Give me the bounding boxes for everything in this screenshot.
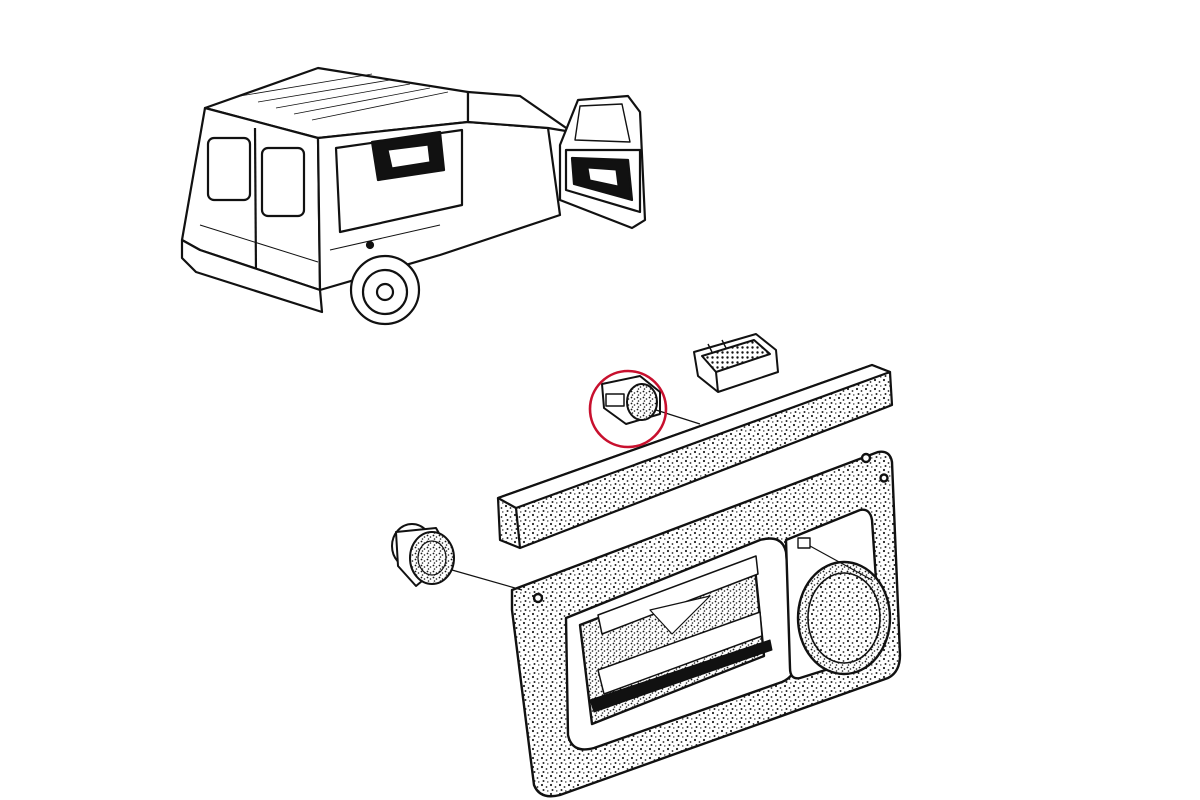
retaining-clip-highlighted [601,375,701,425]
door-trim-panel [510,450,902,798]
highlight-circle [588,369,668,449]
vent-grille-clip [693,333,779,393]
round-grommet-plug [391,523,523,591]
van-illustration [180,66,647,326]
upper-trim-strip [496,363,894,550]
